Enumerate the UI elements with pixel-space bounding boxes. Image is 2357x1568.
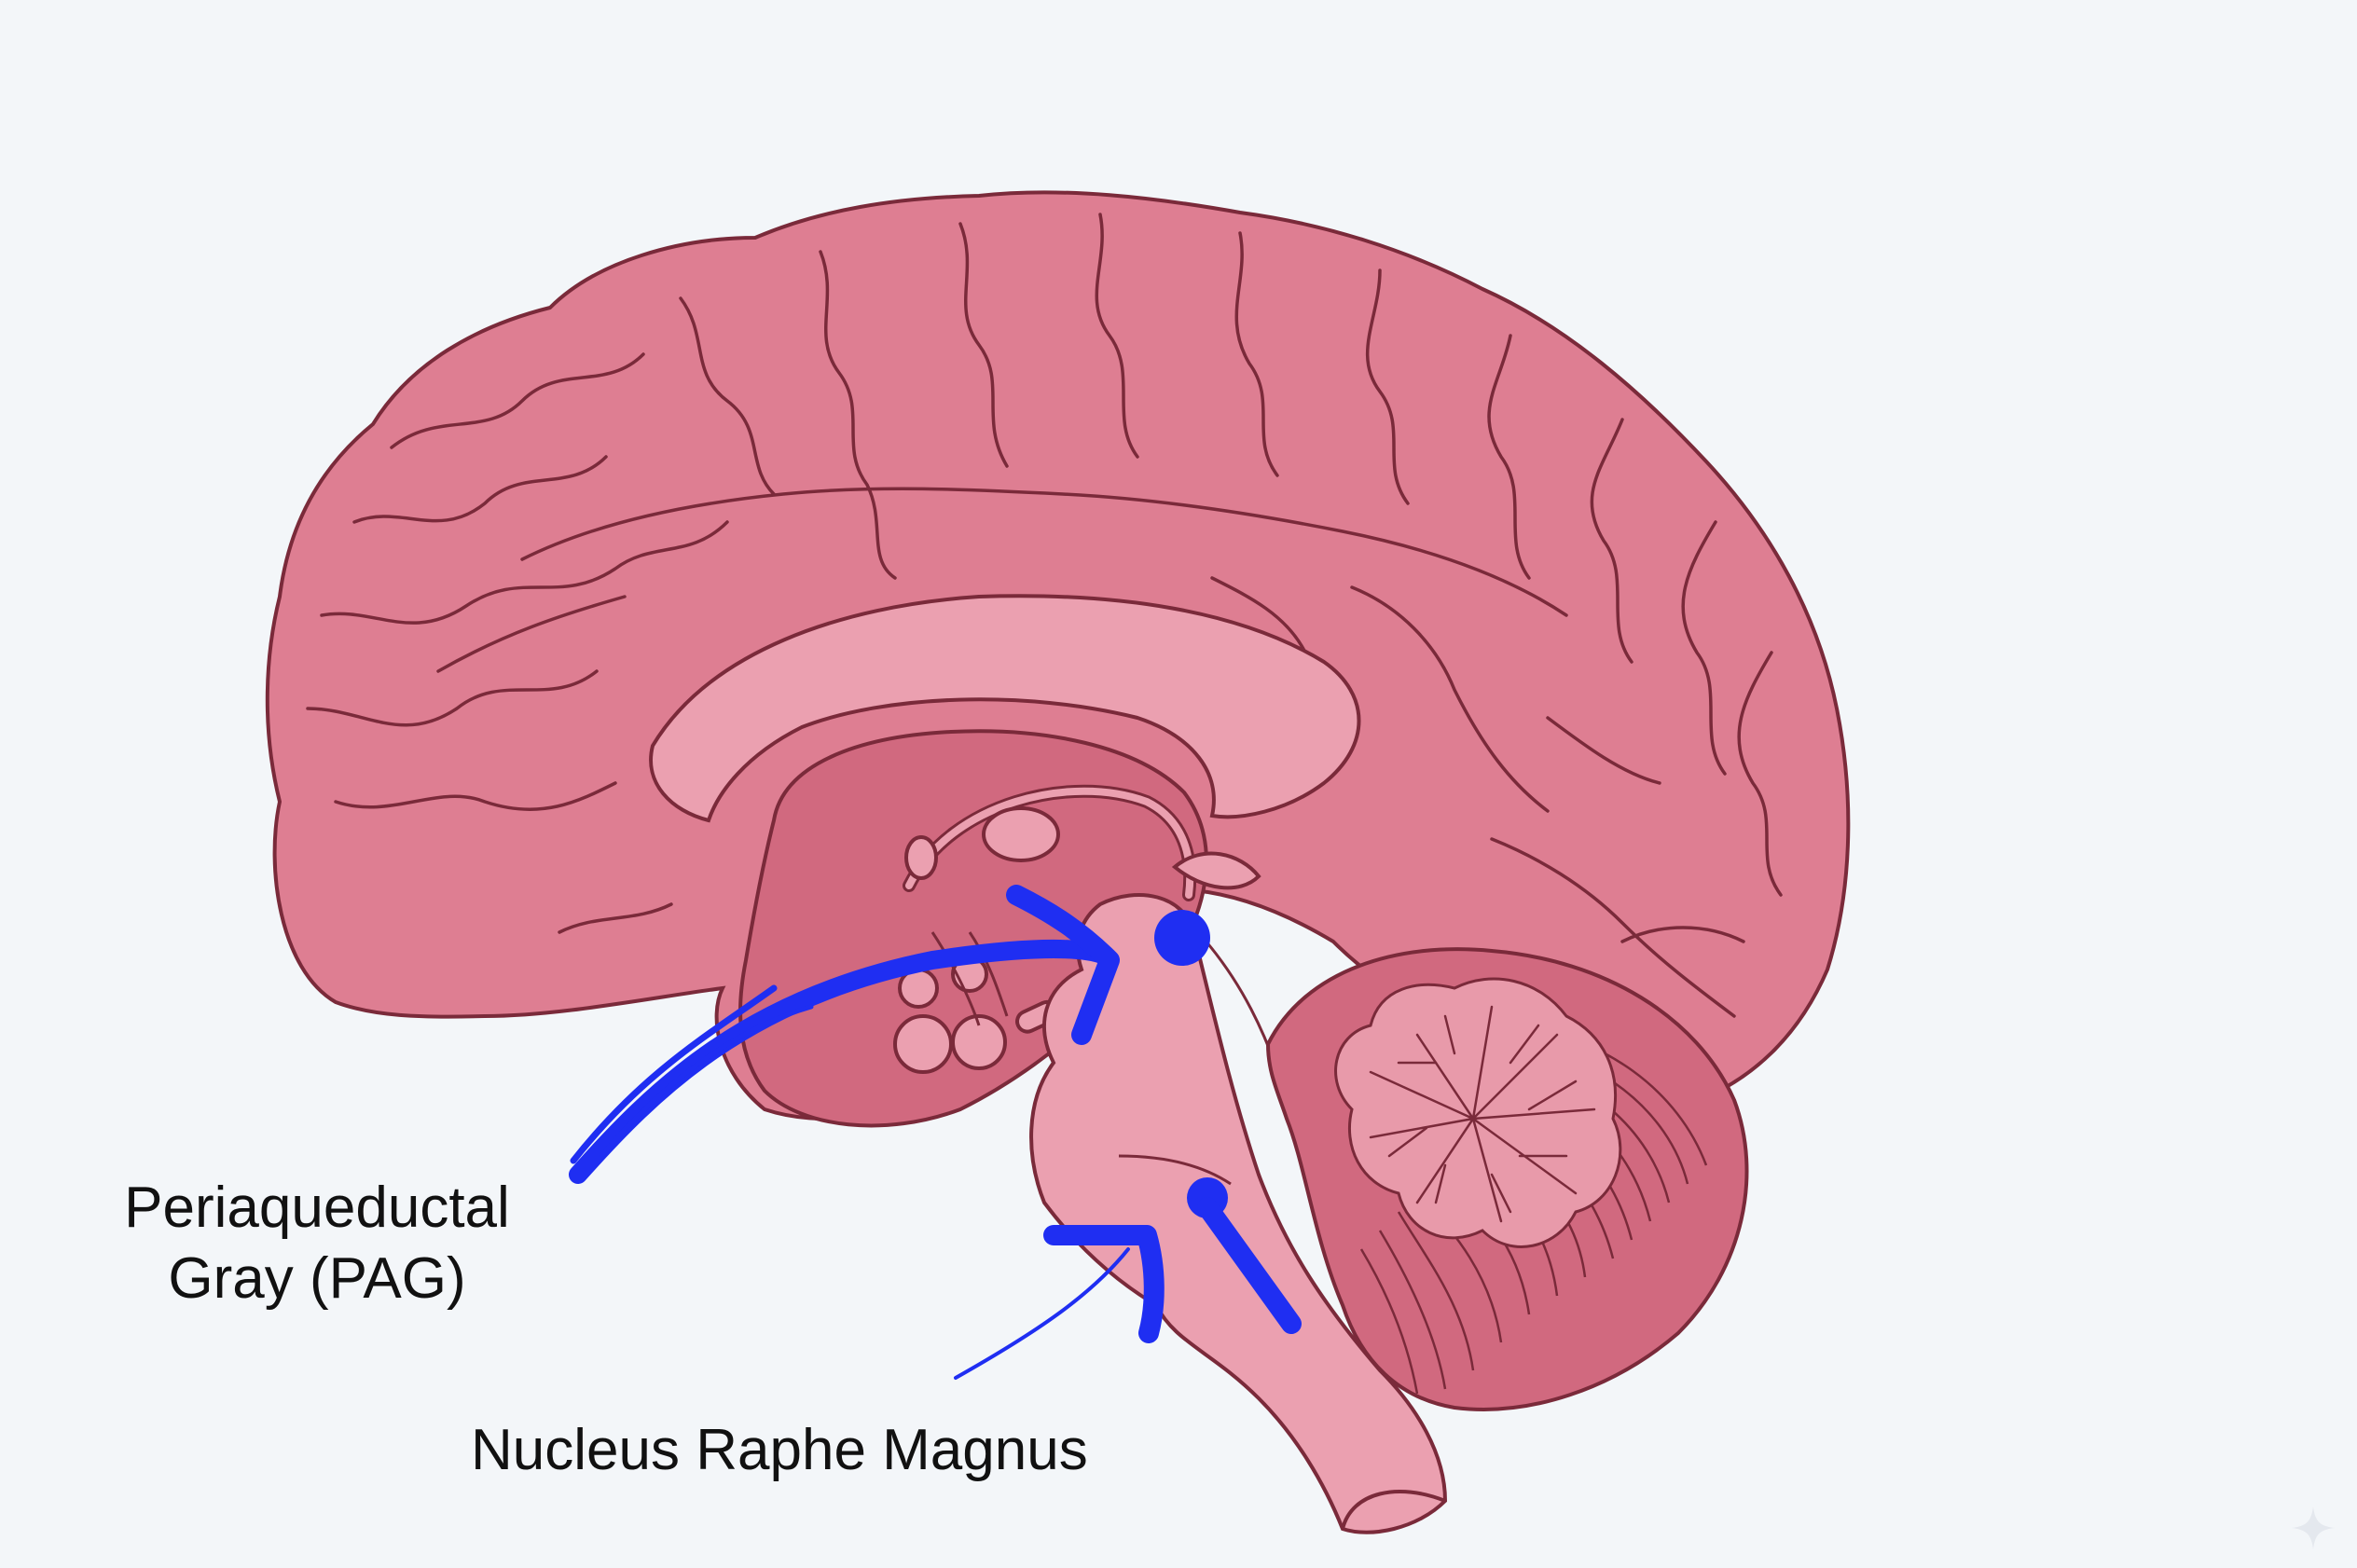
pag-label-line2: Gray (PAG) [168, 1246, 466, 1311]
pag-label: Periaqueductal Gray (PAG) [84, 1173, 550, 1314]
sulci-lines [306, 213, 1783, 1018]
pag-label-line1: Periaqueductal [124, 1176, 510, 1240]
nrm-label: Nucleus Raphe Magnus [471, 1418, 1088, 1482]
corpus-callosum [649, 594, 1361, 823]
nrm-arrow [954, 1225, 1165, 1380]
brainstem [1029, 893, 1448, 1534]
pag-marker-dot [1154, 910, 1210, 966]
cerebellum [1265, 947, 1749, 1411]
nrm-marker-line [1197, 1197, 1302, 1334]
pag-arrow [569, 885, 1120, 1184]
thalamus [982, 806, 1060, 862]
sparkle-icon [2292, 1506, 2335, 1549]
